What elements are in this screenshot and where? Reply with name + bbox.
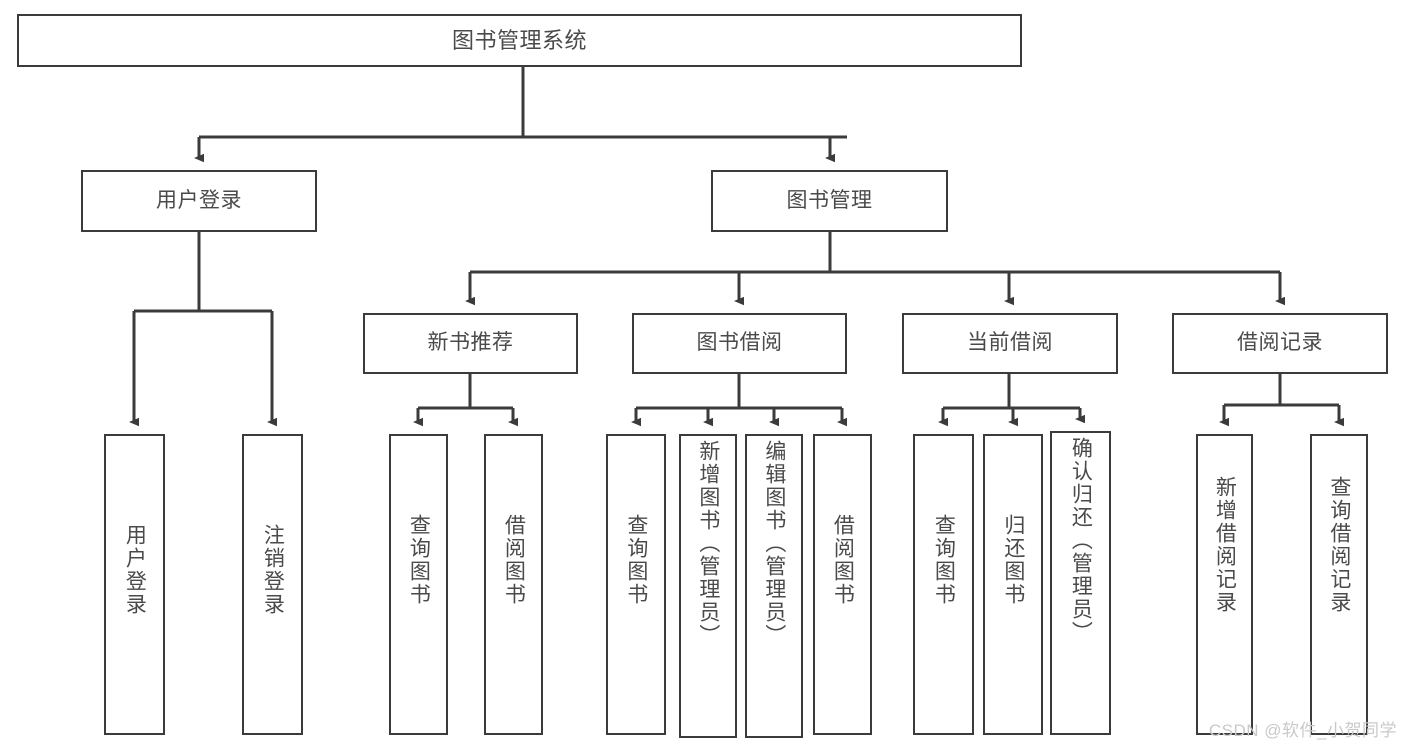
node-leaf-query-book-borrow[interactable]: 查询图书 xyxy=(606,434,666,735)
node-leaf-user-logout-label: 注销登录 xyxy=(261,524,285,616)
node-leaf-add-book-admin[interactable]: 新增图书（管理员） xyxy=(679,434,737,738)
node-new-book-recommend-label: 新书推荐 xyxy=(427,331,514,355)
node-root-label: 图书管理系统 xyxy=(451,27,587,53)
node-book-borrow-label: 图书借阅 xyxy=(696,331,783,355)
node-user-login[interactable]: 用户登录 xyxy=(81,170,317,232)
node-current-borrow[interactable]: 当前借阅 xyxy=(902,313,1118,374)
node-leaf-return-book-label: 归还图书 xyxy=(1001,514,1025,606)
node-leaf-query-borrow-record[interactable]: 查询借阅记录 xyxy=(1310,434,1368,735)
node-leaf-query-book-rec[interactable]: 查询图书 xyxy=(389,434,448,735)
node-borrow-record-label: 借阅记录 xyxy=(1237,331,1323,355)
node-book-borrow[interactable]: 图书借阅 xyxy=(632,313,847,374)
csdn-watermark: CSDN @软件_小贺同学 xyxy=(1208,721,1397,740)
node-leaf-user-logout[interactable]: 注销登录 xyxy=(242,434,303,735)
node-leaf-add-book-admin-label: 新增图书（管理员） xyxy=(696,440,720,647)
node-leaf-user-login-label: 用户登录 xyxy=(123,524,147,616)
node-leaf-add-borrow-record[interactable]: 新增借阅记录 xyxy=(1196,434,1253,735)
node-leaf-edit-book-admin-label: 编辑图书（管理员） xyxy=(762,440,786,647)
node-leaf-confirm-return-admin-label: 确认归还（管理员） xyxy=(1069,437,1093,644)
node-leaf-edit-book-admin[interactable]: 编辑图书（管理员） xyxy=(745,434,803,738)
node-leaf-query-borrow-record-label: 查询借阅记录 xyxy=(1327,476,1351,614)
node-borrow-record[interactable]: 借阅记录 xyxy=(1172,313,1388,374)
node-book-manage-label: 图书管理 xyxy=(786,188,873,212)
node-leaf-borrow-book-rec[interactable]: 借阅图书 xyxy=(484,434,543,735)
node-leaf-query-book-cur-label: 查询图书 xyxy=(932,514,956,606)
node-current-borrow-label: 当前借阅 xyxy=(967,331,1053,355)
node-leaf-query-book-cur[interactable]: 查询图书 xyxy=(913,434,974,735)
node-leaf-borrow-book-label: 借阅图书 xyxy=(831,514,855,606)
node-book-manage[interactable]: 图书管理 xyxy=(711,170,948,232)
node-root[interactable]: 图书管理系统 xyxy=(17,14,1022,67)
node-new-book-recommend[interactable]: 新书推荐 xyxy=(363,313,578,374)
node-leaf-borrow-book-rec-label: 借阅图书 xyxy=(502,514,526,606)
node-leaf-confirm-return-admin[interactable]: 确认归还（管理员） xyxy=(1050,431,1111,735)
node-leaf-query-book-rec-label: 查询图书 xyxy=(407,514,431,606)
node-leaf-add-borrow-record-label: 新增借阅记录 xyxy=(1213,476,1237,614)
node-leaf-query-book-borrow-label: 查询图书 xyxy=(624,514,648,606)
node-leaf-borrow-book[interactable]: 借阅图书 xyxy=(813,434,872,735)
node-leaf-return-book[interactable]: 归还图书 xyxy=(983,434,1043,735)
node-leaf-user-login[interactable]: 用户登录 xyxy=(104,434,165,735)
node-user-login-label: 用户登录 xyxy=(156,188,242,212)
